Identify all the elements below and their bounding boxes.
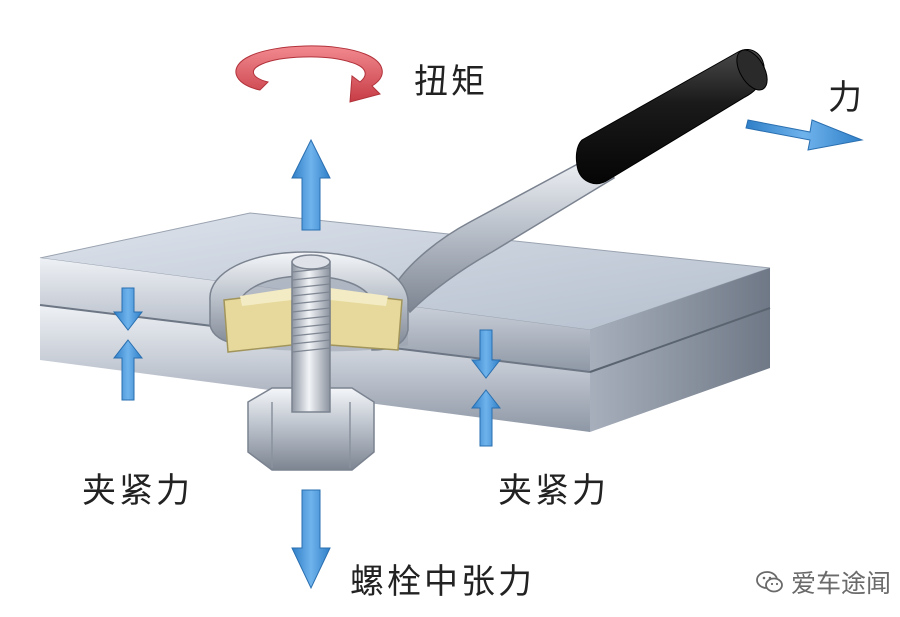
clamp-arrow-left bbox=[112, 287, 144, 401]
wrench bbox=[209, 150, 615, 351]
watermark-text: 爱车途闻 bbox=[791, 569, 892, 598]
torque-label: 扭矩 bbox=[414, 62, 488, 102]
clamp-arrow-right bbox=[470, 329, 502, 447]
torque-arrow bbox=[235, 45, 383, 103]
pull-force-arrow bbox=[745, 119, 864, 151]
clamp-force-label-left: 夹紧力 bbox=[82, 471, 193, 511]
nut bbox=[223, 288, 403, 353]
wrench-grip bbox=[575, 49, 768, 185]
clamp-force-label-right: 夹紧力 bbox=[498, 471, 609, 511]
upward-arrow bbox=[291, 138, 331, 231]
wechat-icon bbox=[756, 571, 783, 593]
bolt-thread bbox=[291, 267, 331, 353]
bolt-tension-label: 螺栓中张力 bbox=[350, 562, 535, 602]
watermark: 爱车途闻 bbox=[755, 564, 891, 600]
bolt-tension-arrow bbox=[291, 489, 331, 590]
force-label: 力 bbox=[828, 78, 865, 118]
